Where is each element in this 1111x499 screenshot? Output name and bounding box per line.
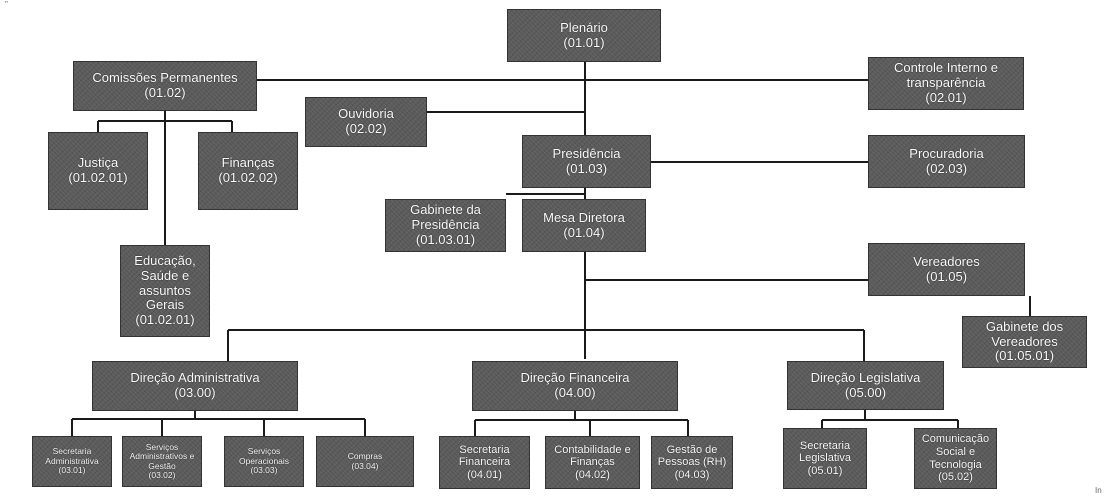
node-secretaria-financeira: Secretaria Financeira (04.01)	[439, 436, 530, 489]
node-title: Ouvidoria	[338, 106, 394, 122]
node-gabinete-presidencia: Gabinete da Presidência (01.03.01)	[385, 199, 506, 252]
node-title: Justiça	[77, 155, 119, 171]
node-code: (03.00)	[174, 385, 216, 400]
node-servicos-administrativos: Serviços Administrativos e Gestão (03.02…	[122, 436, 202, 487]
node-title: Serviços Administrativos e Gestão	[129, 441, 195, 471]
node-direcao-legislativa: Direção Legislativa (05.00)	[787, 361, 944, 410]
node-code: (04.03)	[674, 468, 710, 481]
node-title: Procuradoria	[909, 145, 984, 161]
node-gabinete-vereadores: Gabinete dos Vereadores (01.05.01)	[962, 316, 1087, 368]
node-contabilidade-financas: Contabilidade e Finanças (04.02)	[545, 436, 640, 489]
node-code: (05.00)	[844, 384, 887, 400]
node-title: Finanças	[221, 155, 275, 171]
node-title: Secretaria Legislativa	[799, 439, 851, 465]
node-title: Gestão de Pessoas (RH)	[657, 443, 727, 469]
node-title: Contabilidade e Finanças	[554, 443, 631, 469]
node-code: (03.03)	[250, 465, 278, 476]
node-educacao: Educação, Saúde e assuntos Gerais (01.02…	[120, 245, 210, 337]
node-code: (01.04)	[563, 224, 605, 240]
node-title: Secretaria Financeira	[458, 443, 511, 469]
corner-mark: In	[1095, 486, 1102, 495]
node-servicos-operacionais: Serviços Operacionais (03.03)	[224, 436, 304, 487]
node-title: Secretaria Administrativa	[45, 446, 99, 466]
node-code: (02.01)	[925, 89, 967, 105]
node-controle-interno: Controle Interno e transparência (02.01)	[868, 57, 1024, 110]
node-code: (01.05)	[925, 268, 968, 284]
node-code: (05.02)	[938, 471, 973, 484]
node-code: (03.02)	[148, 469, 176, 480]
node-ouvidoria: Ouvidoria (02.02)	[305, 97, 427, 147]
node-gestao-pessoas: Gestão de Pessoas (RH) (04.03)	[651, 436, 733, 489]
node-title: Gabinete da Presidência	[410, 202, 481, 233]
node-title: Presidência	[552, 145, 621, 161]
node-direcao-administrativa: Direção Administrativa (03.00)	[92, 361, 298, 411]
node-code: (04.00)	[554, 385, 596, 400]
node-title: Direção Administrativa	[130, 370, 260, 386]
node-code: (01.02.01)	[135, 312, 195, 328]
node-title: Compras	[347, 451, 383, 462]
node-mesa-diretora: Mesa Diretora (01.04)	[522, 199, 646, 252]
node-code: (01.05.01)	[994, 348, 1055, 364]
node-title: Comissões Permanentes	[92, 70, 238, 86]
node-code: (04.01)	[467, 468, 502, 481]
node-title: Mesa Diretora	[543, 209, 625, 225]
node-comunicacao-social: Comunicação Social e Tecnologia (05.02)	[914, 428, 997, 489]
node-code: (01.02.02)	[218, 170, 278, 185]
node-code: (01.02)	[144, 85, 186, 100]
node-title: Plenário	[560, 19, 608, 35]
node-code: (01.01)	[563, 34, 605, 50]
node-secretaria-administrativa: Secretaria Administrativa (03.01)	[32, 436, 112, 487]
node-title: Direção Financeira	[520, 370, 630, 386]
node-direcao-financeira: Direção Financeira (04.00)	[472, 361, 678, 411]
node-title: Vereadores	[913, 253, 980, 269]
node-title: Controle Interno e transparência	[893, 60, 999, 91]
node-code: (03.04)	[351, 460, 379, 471]
node-title: Gabinete dos Vereadores	[985, 318, 1064, 349]
node-presidencia: Presidência (01.03)	[522, 135, 651, 188]
node-vereadores: Vereadores (01.05)	[868, 243, 1025, 296]
node-secretaria-legislativa: Secretaria Legislativa (05.01)	[783, 428, 867, 489]
node-title: Serviços Operacionais	[238, 446, 290, 466]
node-code: (02.02)	[345, 121, 387, 136]
node-financas: Finanças (01.02.02)	[198, 132, 298, 210]
node-code: (05.01)	[807, 464, 843, 477]
node-procuradoria: Procuradoria (02.03)	[868, 135, 1025, 188]
node-plenario: Plenário (01.01)	[507, 9, 661, 62]
node-title: Educação, Saúde e assuntos Gerais	[134, 252, 196, 313]
node-code: (01.03.01)	[415, 231, 476, 247]
node-title: Direção Legislativa	[810, 369, 921, 385]
node-code: (01.03)	[565, 160, 608, 176]
node-compras: Compras (03.04)	[316, 436, 414, 487]
node-title: Comunicação Social e Tecnologia	[921, 433, 990, 471]
node-code: (01.02.01)	[68, 170, 128, 185]
node-code: (04.02)	[575, 468, 610, 481]
node-code: (02.03)	[925, 160, 968, 176]
node-comissoes-permanentes: Comissões Permanentes (01.02)	[73, 61, 257, 111]
node-code: (03.01)	[58, 465, 86, 476]
corner-mark: "	[5, 0, 8, 9]
node-justica: Justiça (01.02.01)	[48, 132, 148, 210]
